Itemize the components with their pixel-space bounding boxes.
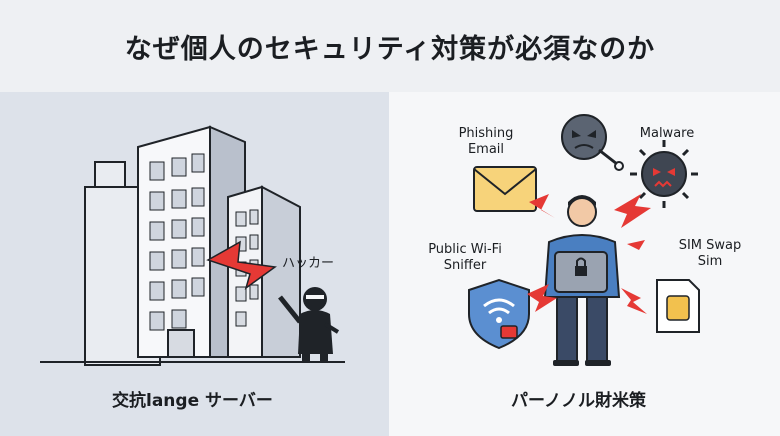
corporate-caption: 交抗lange サーバー — [112, 391, 273, 411]
corporate-panel: ハッカー 交抗lange サーバー — [0, 92, 389, 436]
hacker-label: ハッカー — [282, 256, 335, 271]
wifi-bolt-icon — [527, 284, 557, 312]
page-title: なぜ個人のセキュリティ対策が必須なのか — [124, 33, 656, 65]
threat-bolt-icon — [614, 194, 651, 228]
public-wifi-shield-icon — [468, 278, 530, 350]
personal-panel: Phishing Email Malware Public Wi-Fi Snif… — [389, 92, 780, 436]
phishing-label: Phishing Email — [458, 126, 514, 157]
hacker-figure-icon — [278, 287, 340, 362]
sim-bolt-icon — [621, 288, 647, 314]
phishing-envelope-icon — [473, 166, 555, 218]
attack-bolt-icon — [206, 240, 277, 290]
corporate-illustration — [40, 125, 345, 366]
hacker-face-icon — [561, 114, 624, 171]
wifi-label: Public Wi-Fi Sniffer — [428, 242, 502, 273]
sim-card-icon — [656, 279, 700, 333]
user-figure-icon — [543, 195, 621, 366]
personal-illustration — [468, 114, 700, 366]
malware-virus-icon — [630, 140, 698, 208]
personal-caption: パーノノル財米策 — [511, 391, 646, 411]
small-bolt-icon — [627, 240, 645, 250]
title-bar: なぜ個人のセキュリティ対策が必須なのか — [0, 0, 780, 92]
sim-swap-label: SIM Swap Sim — [678, 238, 742, 269]
malware-label: Malware — [639, 126, 695, 141]
